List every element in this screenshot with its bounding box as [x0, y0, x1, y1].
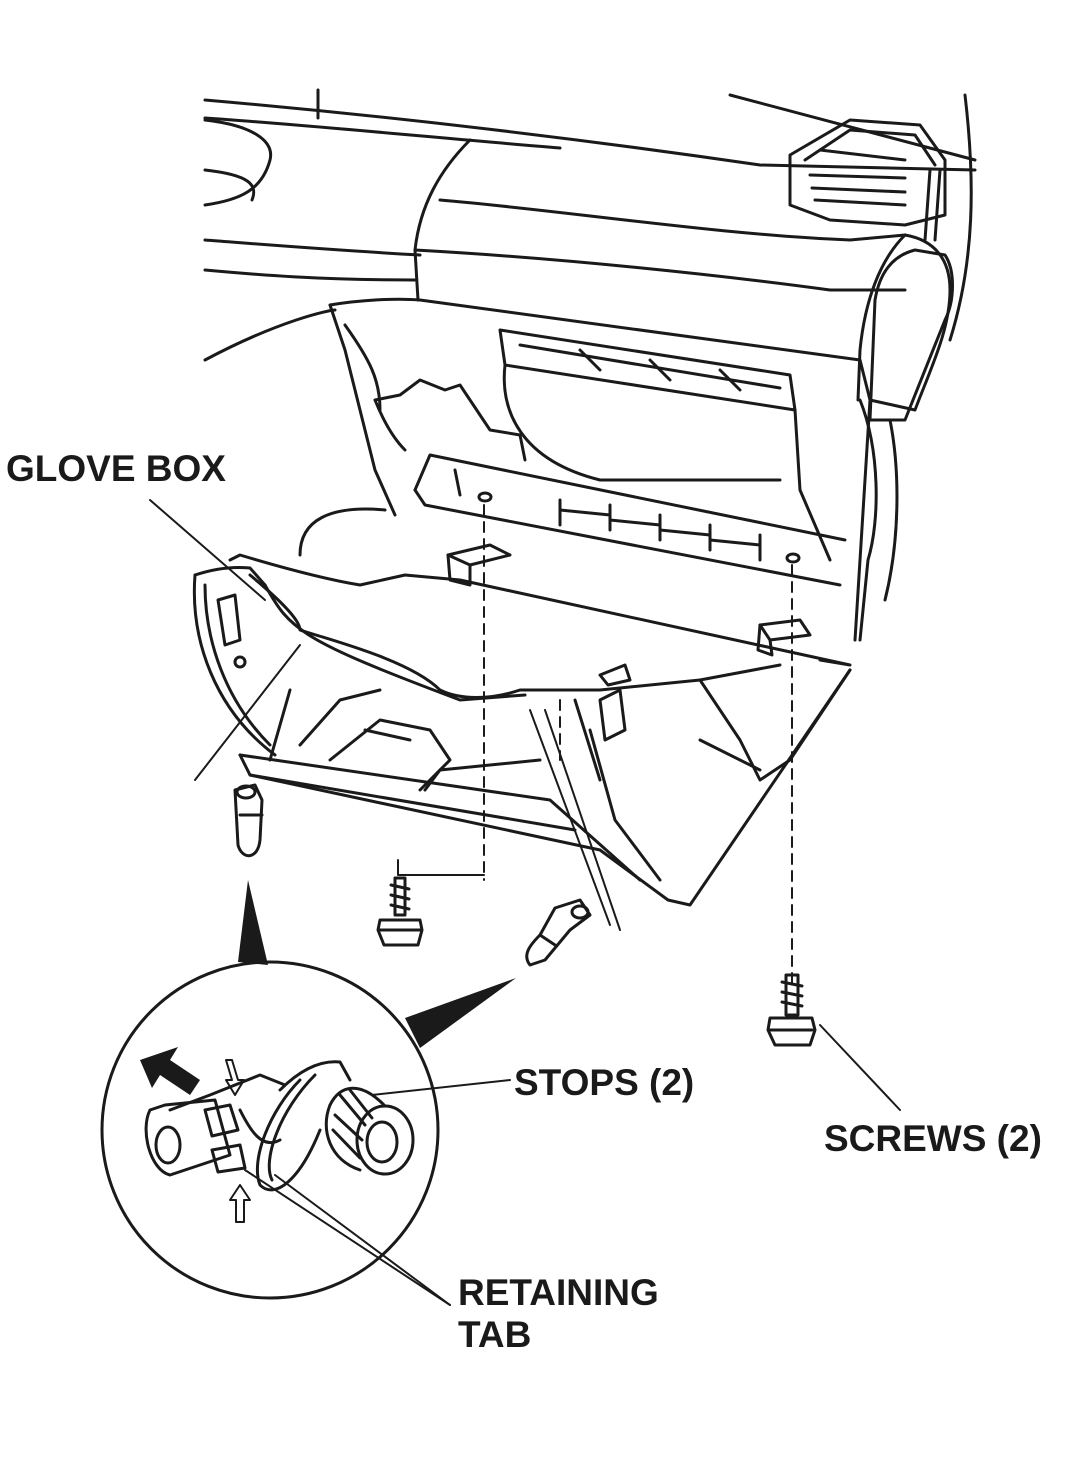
label-retaining-line2: TAB: [458, 1314, 532, 1355]
small-arrow-icon: [225, 1059, 251, 1223]
label-retaining-tab: RETAINING TAB: [458, 1272, 659, 1356]
leader-lines: [149, 499, 901, 1306]
stop-left: [233, 783, 264, 858]
screw-right: [766, 973, 817, 1047]
label-retaining-line1: RETAINING: [458, 1272, 659, 1313]
callout-pointers: [238, 880, 516, 1048]
label-glove-box: GLOVE BOX: [6, 448, 226, 489]
stop-right: [525, 898, 592, 967]
detail-circle: [100, 960, 440, 1300]
alignment-lines: [483, 504, 793, 986]
glove-box: [192, 543, 852, 907]
air-vent: [788, 118, 947, 242]
label-screws: SCREWS (2): [824, 1118, 1042, 1159]
dashboard: [203, 88, 977, 642]
arrow-icon: [140, 1047, 200, 1095]
label-stops: STOPS (2): [514, 1062, 695, 1103]
glove-box-opening: [328, 297, 872, 642]
screw-left: [376, 876, 424, 947]
